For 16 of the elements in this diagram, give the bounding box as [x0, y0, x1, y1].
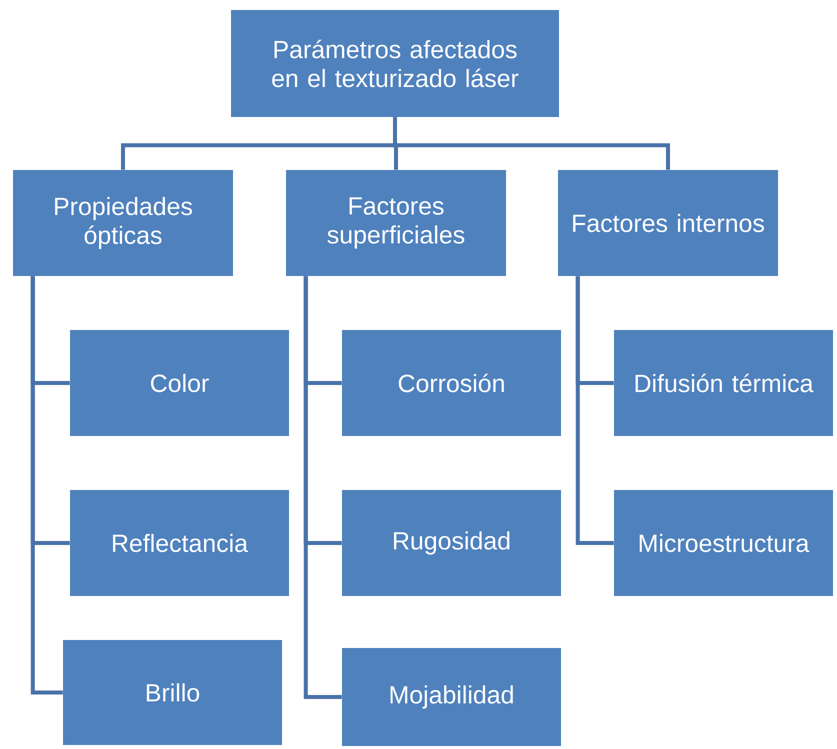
item-box: Brillo: [63, 640, 282, 745]
connector-line: [30, 276, 63, 694]
connector-line: [304, 276, 342, 699]
item-box: Mojabilidad: [342, 648, 561, 746]
category-box: Factores internos: [558, 170, 778, 276]
item-box: Color: [70, 330, 289, 436]
title-box: Parámetros afectados en el texturizado láser: [231, 10, 559, 117]
item-box: Microestructura: [614, 490, 833, 596]
connector-line: [576, 276, 614, 545]
item-box: Difusión térmica: [614, 330, 833, 436]
connector-line: [393, 117, 670, 170]
category-box: Propiedades ópticas: [13, 170, 233, 276]
category-box: Factores superficiales: [286, 170, 506, 276]
item-box: Reflectancia: [70, 490, 289, 596]
item-box: Corrosión: [342, 330, 561, 436]
item-box: Rugosidad: [342, 490, 561, 596]
